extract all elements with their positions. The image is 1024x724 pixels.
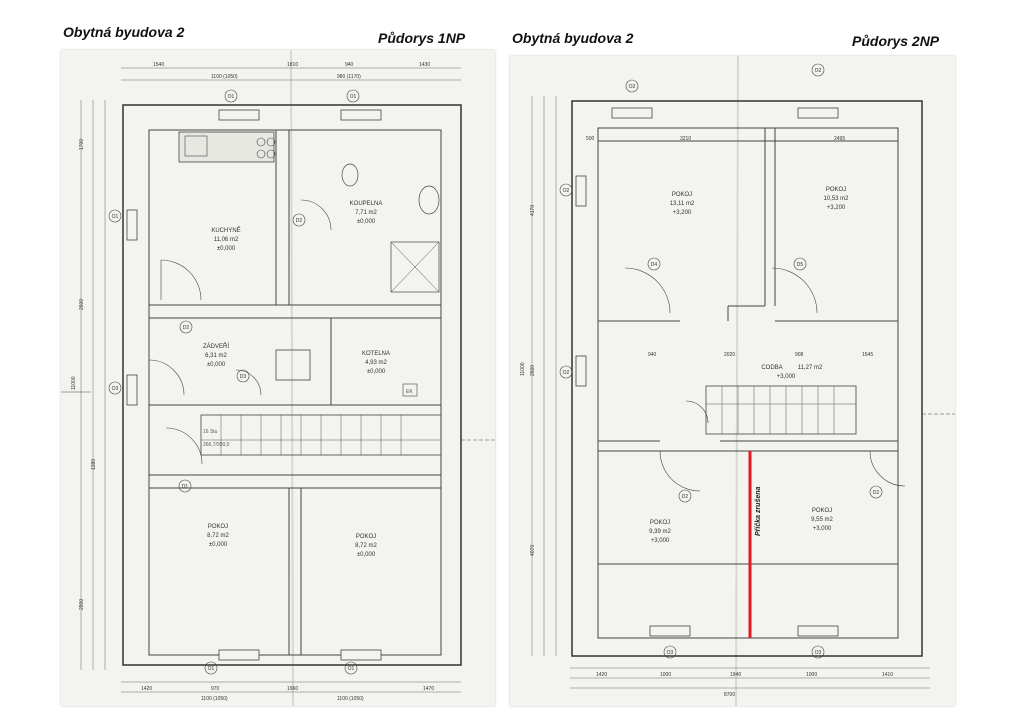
- room-area: 9,55 m2: [811, 517, 833, 523]
- window-tag: O1: [350, 94, 357, 100]
- dim-left-2: 2600: [530, 365, 536, 376]
- room-area: 9,39 m2: [649, 529, 671, 535]
- dim-bottom-6: 1100 (1050): [337, 696, 364, 702]
- window-tag: O2: [563, 370, 570, 376]
- ek-mark: EK: [406, 389, 413, 395]
- window-tag: O1: [228, 94, 235, 100]
- dim-left-4: 11000: [71, 376, 77, 390]
- left-building-title: Obytná byudova 2: [63, 24, 185, 40]
- room-level: ±0,000: [367, 369, 386, 375]
- left-plan-title: Půdorys 1NP: [378, 30, 466, 46]
- dim-bottom-6: 8700: [724, 692, 735, 698]
- room-name: ZÁDVEŘÍ: [203, 342, 229, 350]
- room-name: CODBA: [761, 365, 782, 371]
- dim-mid-4: 1545: [862, 352, 873, 358]
- dim-top-1: 3210: [680, 136, 691, 142]
- door-tag: D2: [183, 325, 190, 331]
- window-tag: O2: [815, 68, 822, 74]
- floor-plan-2np-drawing: 3210 2495 500 940 2020 908 1545 1420 100…: [520, 56, 955, 706]
- window-tag: O2: [563, 188, 570, 194]
- room-area: 10,53 m2: [823, 196, 849, 202]
- room-name: KOUPELNA: [350, 201, 383, 207]
- dim-bottom-4: 1470: [423, 686, 434, 692]
- door-tag: D2: [873, 490, 880, 496]
- room-level: +3,200: [673, 210, 692, 216]
- room-level: +3,000: [813, 526, 832, 532]
- window-tag: O3: [667, 650, 674, 656]
- dim-top-1: 1540: [153, 62, 164, 68]
- dim-bottom-5: 1410: [882, 672, 893, 678]
- dim-left-2: 2600: [79, 299, 85, 310]
- dim-top-3: 1810: [287, 62, 298, 68]
- room-level: +3,200: [827, 205, 846, 211]
- dim-mid-1: 940: [648, 352, 657, 358]
- stair-count: 16 Stu: [203, 429, 218, 435]
- dim-mid-2: 2020: [724, 352, 735, 358]
- room-name: POKOJ: [672, 192, 692, 198]
- room-name: POKOJ: [356, 534, 376, 540]
- room-level: +3,000: [777, 374, 796, 380]
- removed-wall-label: Příčka zrušena: [755, 486, 762, 536]
- right-plan-title: Půdorys 2NP: [852, 33, 940, 49]
- dim-bottom-2: 970: [211, 686, 220, 692]
- window-tag: O1: [112, 214, 119, 220]
- dim-mid-3: 908: [795, 352, 804, 358]
- dim-left-1: 1700: [79, 139, 85, 150]
- room-area: 7,71 m2: [355, 210, 377, 216]
- room-level: ±0,000: [217, 246, 236, 252]
- dim-left-3: 2900: [79, 599, 85, 610]
- dim-left-1: 4170: [530, 205, 536, 216]
- stair-ratio: 266,7/200,0: [203, 442, 230, 448]
- dim-top-6: 980 (1170): [337, 74, 361, 80]
- window-tag: O1: [348, 666, 355, 672]
- room-area: 6,31 m2: [205, 353, 227, 359]
- door-tag: D4: [651, 262, 658, 268]
- dim-top-5: 1430: [419, 62, 430, 68]
- floor-plan-1np-drawing: 1540 1100 (1050) 1810 940 1430 980 (1170…: [61, 50, 495, 706]
- room-level: ±0,000: [207, 362, 226, 368]
- room-level: ±0,000: [209, 542, 228, 548]
- dim-bottom-1: 1420: [141, 686, 152, 692]
- room-area: 4,93 m2: [365, 360, 387, 366]
- dim-bottom-4: 1000: [806, 672, 817, 678]
- room-area: 11,27 m2: [798, 365, 823, 371]
- dim-top-2: 2495: [834, 136, 845, 142]
- room-level: ±0,000: [357, 219, 376, 225]
- window-tag: O2: [629, 84, 636, 90]
- dim-top-2: 1100 (1050): [211, 74, 238, 80]
- room-area: 8,72 m2: [207, 533, 229, 539]
- room-name: POKOJ: [826, 187, 846, 193]
- room-area: 11,06 m2: [214, 237, 239, 243]
- floor-plan-1np: 1540 1100 (1050) 1810 940 1430 980 (1170…: [61, 50, 495, 706]
- room-area: 13,11 m2: [670, 201, 695, 207]
- room-name: POKOJ: [650, 520, 670, 526]
- door-tag: D2: [682, 494, 689, 500]
- room-area: 8,72 m2: [355, 543, 377, 549]
- dim-bottom-3: 1960: [287, 686, 298, 692]
- window-tag: O3: [112, 386, 119, 392]
- dim-top-3: 500: [586, 136, 595, 142]
- room-name: POKOJ: [208, 524, 228, 530]
- room-level: +3,000: [651, 538, 670, 544]
- room-name: POKOJ: [812, 508, 832, 514]
- room-name: KUCHYNĚ: [211, 226, 240, 234]
- door-tag: D2: [296, 218, 303, 224]
- door-tag: D1: [182, 484, 189, 490]
- dim-top-4: 940: [345, 62, 354, 68]
- floor-plan-2np: 3210 2495 500 940 2020 908 1545 1420 100…: [510, 56, 955, 706]
- dim-left-5: 1380: [91, 459, 97, 470]
- dim-bottom-1: 1420: [596, 672, 607, 678]
- dim-left-3: 4070: [530, 545, 536, 556]
- dim-bottom-3: 1940: [730, 672, 741, 678]
- room-level: ±0,000: [357, 552, 376, 558]
- door-tag: D3: [240, 374, 247, 380]
- window-tag: O3: [815, 650, 822, 656]
- door-tag: D5: [797, 262, 804, 268]
- dim-bottom-5: 1100 (1050): [201, 696, 228, 702]
- window-tag: O1: [208, 666, 215, 672]
- room-name: KOTELNA: [362, 351, 390, 357]
- right-building-title: Obytná byudova 2: [512, 30, 634, 46]
- dim-bottom-2: 1000: [660, 672, 671, 678]
- dim-left-4: 11000: [520, 362, 526, 376]
